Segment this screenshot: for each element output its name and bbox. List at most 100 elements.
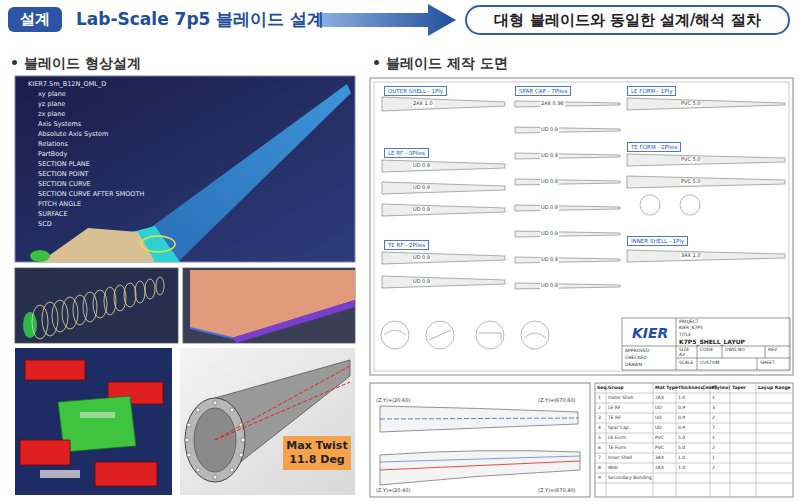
- title-block-text: APPROVED: [625, 349, 649, 354]
- tree-item: yz plane: [38, 101, 65, 108]
- drawing-line: [697, 346, 698, 370]
- section-heading: • 블레이드 제작 도면: [372, 56, 508, 71]
- drawing-circle: [640, 195, 660, 215]
- drawing-polygon: [382, 97, 505, 111]
- drawing-circle: [230, 468, 234, 472]
- table-cell: LE RF: [608, 406, 621, 411]
- table-cell: PVC: [655, 446, 664, 451]
- node-text: LE RF - 3Plies: [388, 150, 425, 156]
- table-header: Mat Type: [655, 386, 678, 391]
- drawing-line: [595, 423, 793, 424]
- layer-title: SPAR CAP - 7Plies: [515, 86, 571, 96]
- ply-label: PVC 5.0: [680, 179, 701, 185]
- drawing-circle: [187, 423, 191, 427]
- table-header: Taper: [732, 386, 746, 391]
- title-block-text: K7P5_SHELL_LAYUP: [679, 339, 745, 346]
- ply-label: UD 0.9: [540, 257, 559, 263]
- table-header: Thickness[mm]: [678, 386, 717, 391]
- drawing-polygon: [382, 204, 505, 216]
- drawing-line: [676, 318, 677, 370]
- table-cell: 1: [712, 396, 715, 401]
- drawing-line: [380, 461, 580, 470]
- drawing-rect: [20, 440, 70, 465]
- drawing-ellipse: [30, 250, 50, 262]
- drawing-ellipse: [124, 283, 136, 307]
- table-cell: Spar Cap: [608, 426, 629, 431]
- drawing-polygon: [627, 154, 785, 166]
- layer-title: LE FORM - 1Ply: [627, 86, 676, 96]
- tree-item: xy plane: [38, 91, 66, 98]
- drawing-circle: [521, 321, 549, 349]
- table-header: Ply(ea): [712, 386, 730, 391]
- table-cell: Secondary Bonding: [608, 476, 652, 481]
- drawing-rect: [95, 462, 157, 486]
- drawing-circle: [213, 475, 217, 479]
- table-cell: 3: [712, 406, 715, 411]
- node-text: 대형 블레이드와 동일한 설계/해석 절차: [494, 11, 760, 30]
- drawing-line: [606, 383, 607, 497]
- node-text: TE FORM - 2Plies: [631, 144, 677, 150]
- table-cell: 1.0: [678, 456, 685, 461]
- drawing-ellipse: [83, 292, 97, 322]
- ply-label: UD 0.9: [412, 255, 431, 261]
- drawing-line: [595, 463, 793, 464]
- title-block-text: KIER_K7P5: [679, 326, 703, 331]
- drawing-line: [653, 383, 654, 497]
- coordinate: (Z,Y)=(670,40): [538, 488, 576, 494]
- layer-title: TE FORM - 2Plies: [627, 142, 681, 152]
- table-cell: 0.9: [678, 406, 685, 411]
- drawing-ellipse: [42, 302, 58, 336]
- coordinate: (Z,Y)=(670,60): [538, 398, 576, 404]
- table-cell: 1.0: [678, 466, 685, 471]
- table-cell: UD: [655, 406, 662, 411]
- drawing-rect: [183, 268, 355, 343]
- drawing-rect: [374, 82, 789, 371]
- drawing-line: [710, 383, 711, 497]
- layer-title: OUTER SHELL - 1Ply: [384, 86, 447, 96]
- drawing-polygon: [515, 153, 620, 159]
- ply-label: UD 0.9: [540, 231, 559, 237]
- drawing-polygon: [627, 250, 785, 262]
- drawing-line: [756, 383, 757, 497]
- title-block-text: REV: [768, 348, 777, 353]
- drawing-circle: [196, 408, 200, 412]
- drawing-ellipse: [52, 300, 68, 332]
- tree-item: SCD: [38, 221, 52, 228]
- drawing-polygon: [382, 160, 505, 172]
- drawing-g: [595, 383, 793, 497]
- ply-label: 2AX 0.98: [540, 101, 565, 107]
- drawing-line: [595, 433, 793, 434]
- node-text: SPAR CAP - 7Plies: [519, 88, 567, 94]
- drawing-line: [595, 453, 793, 454]
- drawing-ellipse: [73, 295, 87, 325]
- drawing-polygon: [40, 228, 155, 262]
- drawing-rect: [40, 470, 80, 478]
- drawing-line: [215, 366, 350, 440]
- table-cell: 7: [598, 456, 601, 461]
- table-cell: 5.0: [678, 436, 685, 441]
- drawing-g: [622, 318, 790, 370]
- table-cell: 0.9: [678, 426, 685, 431]
- drawing-line: [595, 443, 793, 444]
- callout-box: Max Twist 11.8 Deg: [283, 436, 351, 470]
- drawing-line: [595, 393, 793, 394]
- tree-item: Absolute Axis System: [38, 131, 108, 138]
- table-cell: 5.0: [678, 446, 685, 451]
- drawing-polygon: [627, 98, 785, 110]
- drawing-path: [524, 333, 546, 338]
- table-cell: 1.0: [678, 396, 685, 401]
- title-block-text: DRAWN: [625, 363, 642, 368]
- table-cell: 5: [598, 436, 601, 441]
- drawing-polygon: [515, 231, 620, 237]
- process-box: 대형 블레이드와 동일한 설계/해석 절차: [465, 5, 790, 35]
- drawing-polygon: [232, 300, 355, 343]
- ply-label: UD 0.9: [540, 283, 559, 289]
- title-block-text: TITLE: [679, 333, 691, 338]
- table-cell: 1: [712, 456, 715, 461]
- tree-item: PITCH ANGLE: [38, 201, 81, 208]
- drawing-line: [215, 382, 350, 440]
- ply-label: PVC 5.0: [680, 101, 701, 107]
- title-block-text: CODE: [700, 348, 713, 353]
- drawing-line: [380, 456, 580, 462]
- logo: KIER: [632, 326, 668, 341]
